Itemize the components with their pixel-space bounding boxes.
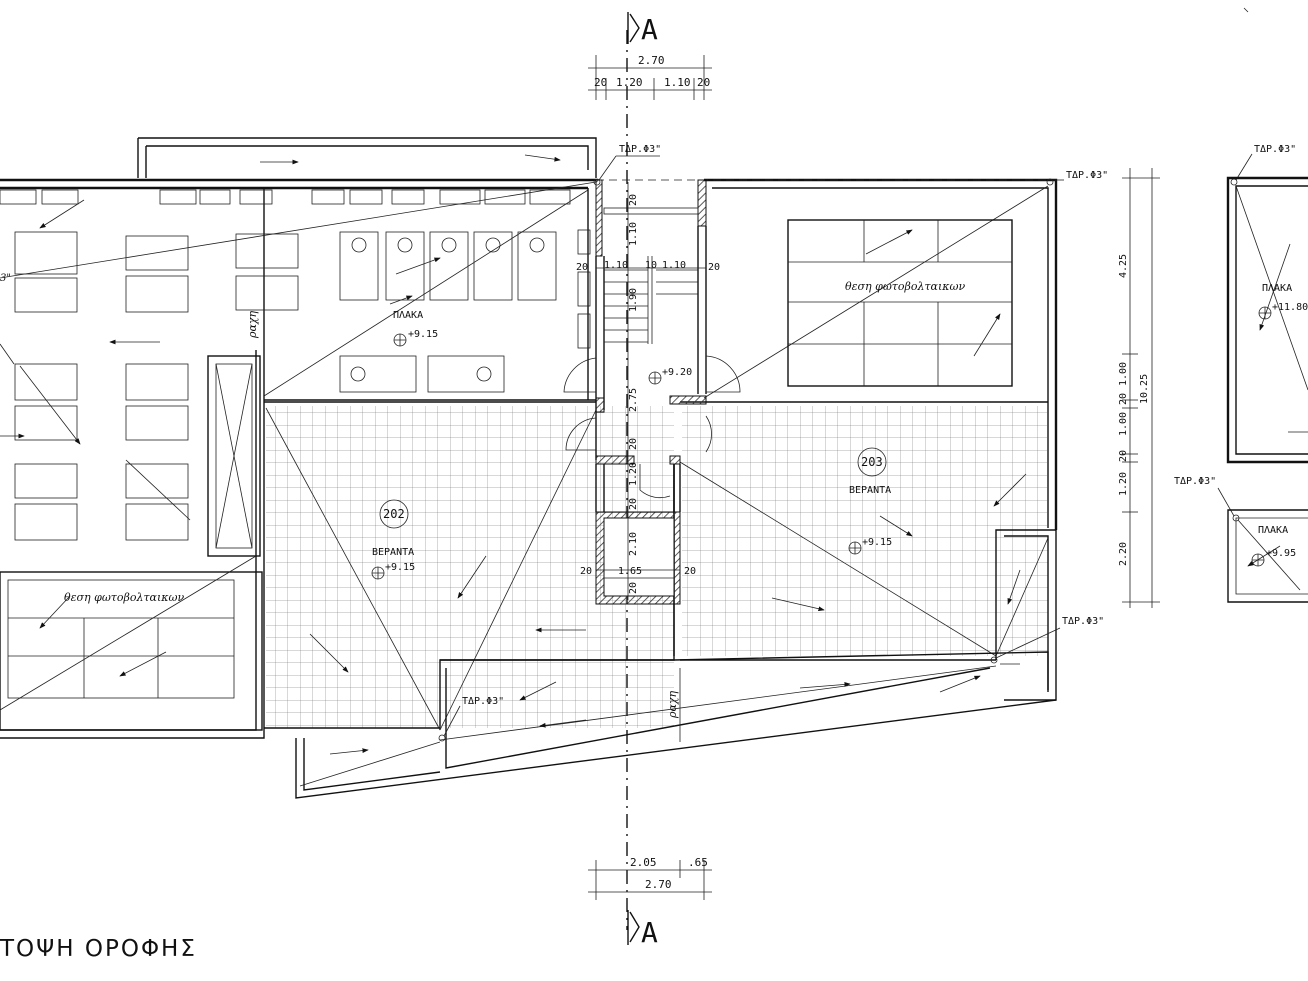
svg-text:2.70: 2.70	[645, 878, 672, 891]
drain-label-4: ΤΔΡ.Φ3"	[462, 696, 504, 707]
lower-parapet	[295, 651, 1057, 799]
small-slab-label: ΠΛΑΚΑ	[1258, 525, 1288, 536]
pv-label-right: θεση φωτοβολταικων	[845, 280, 965, 293]
section-arrow-bottom	[627, 910, 640, 945]
drawing-title: ΤΟΨΗ ΟΡΟΦΗΣ	[0, 936, 197, 962]
svg-text:1.10: 1.10	[662, 260, 686, 271]
pv-panels-right	[787, 219, 1013, 387]
svg-text:2.75: 2.75	[628, 388, 639, 412]
svg-text:2.10: 2.10	[628, 532, 639, 556]
svg-text:20: 20	[594, 76, 607, 89]
svg-text:1.00: 1.00	[1118, 412, 1129, 436]
svg-text:2.20: 2.20	[1118, 542, 1129, 566]
room-202-level: +9.15	[385, 562, 415, 573]
svg-text:1.10: 1.10	[664, 76, 691, 89]
svg-text:20: 20	[628, 438, 639, 450]
water-heater-group	[339, 229, 591, 393]
lower-core-dims: 20 1.65 20	[580, 566, 696, 577]
svg-text:1.00: 1.00	[1118, 362, 1129, 386]
drain-label-1: ΤΔΡ.Φ3"	[619, 144, 661, 155]
stair-dimension-h: 20 1.10 10 1.10 20	[576, 260, 720, 273]
room-202-number: 202	[383, 507, 405, 521]
svg-text:4.25: 4.25	[1118, 254, 1129, 278]
right-slab-level: +11.80	[1272, 302, 1308, 313]
slab-label: ΠΛΑΚΑ	[393, 310, 423, 321]
svg-text:1.20: 1.20	[628, 462, 639, 486]
upper-parapet	[137, 137, 597, 178]
svg-text:20: 20	[697, 76, 710, 89]
stair-dimension-v: 20 1.10 1.90 2.75 20 1.20 20 2.10 20	[627, 182, 639, 600]
drain-label-3: ΤΔΡ.Φ3"	[1062, 616, 1104, 627]
drain-label-6: ΤΔΡ.Φ3"	[1174, 476, 1216, 487]
svg-text:1.65: 1.65	[618, 566, 642, 577]
stair-level: +9.20	[662, 367, 692, 378]
terrace-203	[682, 406, 1048, 656]
ridge-label-left: ραχη	[246, 310, 259, 339]
shaft	[207, 355, 261, 557]
svg-text:20: 20	[628, 498, 639, 510]
pv-label-left: θεση φωτοβολταικων	[64, 591, 184, 604]
bottom-dimension-chain: 2.05 .65 2.70	[588, 856, 712, 900]
svg-text:20: 20	[684, 566, 696, 577]
right-dimension-chain: 4.25 1.00 20 1.00 20 1.20 2.20 10.25	[1118, 168, 1160, 608]
top-dimension-chain: 2.70 20 1.20 1.10 20	[588, 54, 712, 100]
room-203-number: 203	[861, 455, 883, 469]
slab-level: +9.15	[408, 329, 438, 340]
drain-label-2: ΤΔΡ.Φ3"	[1066, 170, 1108, 181]
pv-panels-left	[0, 571, 263, 731]
room-202-name: ΒΕΡΑΝΤΑ	[372, 547, 414, 558]
svg-text:20: 20	[708, 262, 720, 273]
level-partial: 3"	[0, 273, 11, 284]
svg-text:20: 20	[628, 582, 639, 594]
svg-text:20: 20	[1118, 393, 1129, 405]
small-slab-level: +9.95	[1266, 548, 1296, 559]
svg-text:20: 20	[1118, 450, 1129, 462]
svg-text:20: 20	[580, 566, 592, 577]
svg-text:1.90: 1.90	[628, 288, 639, 312]
svg-text:1.20: 1.20	[1118, 472, 1129, 496]
collector-panels-left	[14, 231, 299, 541]
room-203-name: ΒΕΡΑΝΤΑ	[849, 485, 891, 496]
drain-label-5: ΤΔΡ.Φ3"	[1254, 144, 1296, 155]
svg-text:1.10: 1.10	[604, 260, 628, 271]
svg-text:20: 20	[628, 194, 639, 206]
section-arrow-top	[627, 12, 640, 44]
svg-text:10: 10	[645, 260, 657, 271]
svg-text:2.05: 2.05	[630, 856, 657, 869]
section-mark-bottom: A	[641, 916, 658, 949]
svg-text:1.10: 1.10	[628, 222, 639, 246]
section-mark-top: A	[641, 13, 658, 46]
svg-text:2.70: 2.70	[638, 54, 665, 67]
svg-text:1.20: 1.20	[616, 76, 643, 89]
stair-core	[563, 179, 741, 605]
room-203-level: +9.15	[862, 537, 892, 548]
svg-text:20: 20	[576, 262, 588, 273]
svg-text:10.25: 10.25	[1139, 374, 1150, 404]
right-building-partial	[1226, 176, 1308, 603]
right-slab-label: ΠΛΑΚΑ	[1262, 283, 1292, 294]
svg-text:.65: .65	[688, 856, 708, 869]
skylight-row	[0, 189, 571, 205]
